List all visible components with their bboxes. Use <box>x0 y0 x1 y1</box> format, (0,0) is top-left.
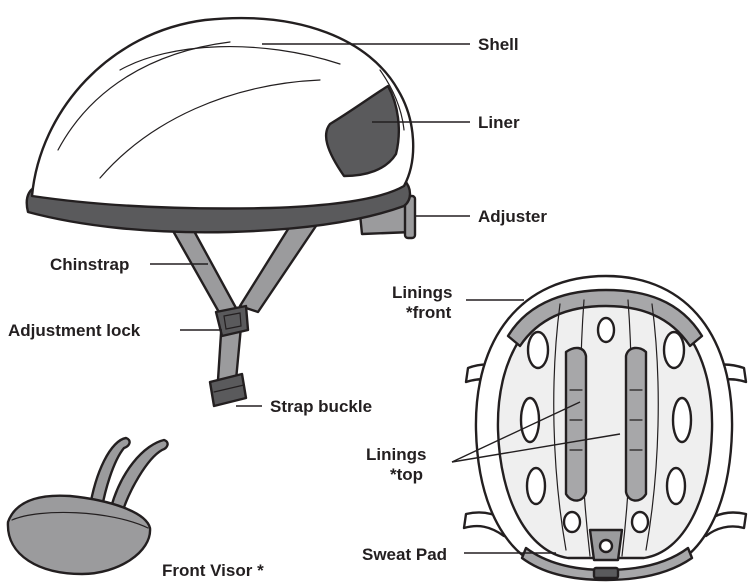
label-adjuster: Adjuster <box>478 207 547 226</box>
label-adjustment-lock: Adjustment lock <box>8 321 141 340</box>
label-linings-front-1: Linings <box>392 283 452 302</box>
label-sweat-pad: Sweat Pad <box>362 545 447 564</box>
label-chinstrap: Chinstrap <box>50 255 129 274</box>
label-shell: Shell <box>478 35 519 54</box>
front-visor <box>8 438 168 574</box>
helmet-inside-view <box>464 276 746 580</box>
label-liner: Liner <box>478 113 520 132</box>
label-front-visor: Front Visor * <box>162 561 264 580</box>
chinstrap-front <box>168 220 236 314</box>
linings-top-right <box>626 348 646 501</box>
label-linings-top-1: Linings <box>366 445 426 464</box>
label-linings-top-2: *top <box>390 465 423 484</box>
strap-buckle-part <box>210 374 246 406</box>
label-linings-front-2: *front <box>406 303 452 322</box>
label-strap-buckle: Strap buckle <box>270 397 372 416</box>
adjustment-lock-part <box>216 306 248 336</box>
linings-top-left <box>566 348 586 501</box>
helmet-side-view <box>27 18 415 406</box>
